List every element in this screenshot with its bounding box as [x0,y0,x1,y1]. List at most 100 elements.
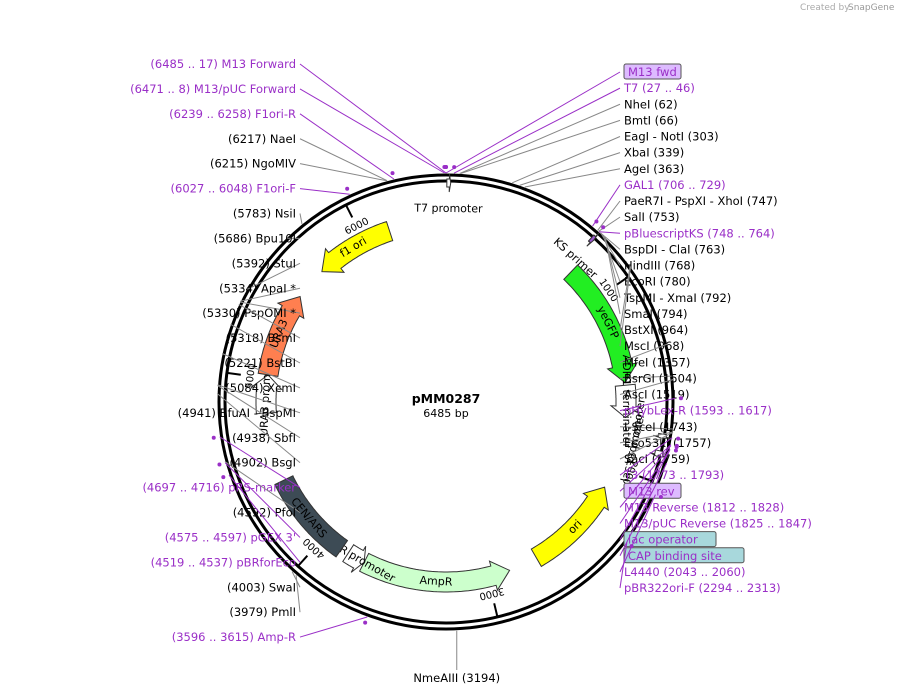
tick-mark [345,205,354,218]
callout-naei[interactable]: (6217) NaeI [228,132,296,146]
callout-eagi[interactable]: EagI - NotI (303) [624,130,719,144]
callout-f1ori-r[interactable]: (6239 .. 6258) F1ori-R [169,107,296,121]
callout-nmeaiii[interactable]: NmeAIII (3194) [413,671,500,685]
callout-leader [228,474,301,563]
primer-mark [629,544,634,549]
callout-leader [299,63,447,174]
callout-leader [239,301,301,314]
callout-i-scei[interactable]: I-SceI (1743) [624,420,698,434]
callout-mfei[interactable]: MfeI (1357) [624,355,690,369]
callout-lac-operator[interactable]: lac operator [628,533,698,547]
feature-ori[interactable] [530,486,609,568]
callout-pbr322ori-f[interactable]: pBR322ori-F (2294 .. 2313) [624,581,781,595]
callout-ngomiv[interactable]: (6215) NgoMIV [210,157,296,171]
callout-bmti[interactable]: BmtI (66) [624,113,678,127]
brand-created-by: Created by [800,3,850,13]
callout-m13-puc-forward[interactable]: (6471 .. 8) M13/pUC Forward [130,82,296,96]
callout-f1ori-f[interactable]: (6027 .. 6048) F1ori-F [171,182,296,196]
primer-mark [452,165,457,170]
feature-ampr-promoter[interactable] [342,543,367,573]
callout-pspomi[interactable]: (5330) PspOMI * [202,306,296,320]
callout-swai[interactable]: (4003) SwaI [227,580,296,594]
callout-xbai[interactable]: XbaI (339) [624,146,684,160]
callout-msci[interactable]: MscI (968) [624,339,684,353]
primer-mark [676,436,681,441]
callout-bsmi[interactable]: (5318) BsmI [226,331,296,345]
callout-m13-puc-reverse[interactable]: M13/pUC Reverse (1825 .. 1847) [624,517,812,531]
callout-bsgi[interactable]: (4902) BsgI [230,456,296,470]
callout-smai[interactable]: SmaI (794) [624,307,688,321]
callout-m13-forward[interactable]: (6485 .. 17) M13 Forward [150,57,296,71]
primer-mark [594,219,599,224]
callout-m13-reverse[interactable]: M13 Reverse (1812 .. 1828) [624,500,784,514]
feature-t7-promoter[interactable] [446,173,452,193]
feature-ampr[interactable] [358,552,511,593]
callout-hindiii[interactable]: HindIII (768) [624,259,695,273]
callout-ecori[interactable]: EcoRI (780) [624,275,691,289]
callout-leader [299,616,368,638]
callout-box [623,531,717,548]
callout-leader [619,449,671,540]
callout-l4440[interactable]: L4440 (2043 .. 2060) [624,565,745,579]
callout-nhei[interactable]: NheI (62) [624,97,678,111]
callout-amp-r[interactable]: (3596 .. 3615) Amp-R [172,630,296,644]
callout-agei[interactable]: AgeI (363) [624,162,684,176]
feature-adh1-terminator[interactable] [609,383,643,419]
feature-f1-ori[interactable] [321,220,394,273]
callout-leader [619,375,674,379]
callout-prs-marker[interactable]: (4697 .. 4716) pRS-marker [142,481,296,495]
feature-label-ampr: AmpR [419,574,453,589]
callout-pmli[interactable]: (3979) PmlI [229,605,296,619]
backbone [217,173,675,631]
feature-yegfp[interactable] [563,264,639,384]
callout-bsrgi[interactable]: BsrGI (1504) [624,371,697,385]
callout-sali[interactable]: SalI (753) [624,210,680,224]
feature-cen-ars[interactable] [274,475,349,558]
callout-leader [299,88,445,174]
callout-leader [299,138,388,182]
callout-m13-fwd[interactable]: M13 fwd [628,65,677,79]
callout-bpu10i[interactable]: (5686) Bpu10I [214,231,296,245]
callout-cap-binding-site[interactable]: CAP binding site [628,549,722,563]
feature-ura3[interactable] [257,295,305,377]
callout-tspmi[interactable]: TspMI - XmaI (792) [623,291,731,305]
callout-pfoi[interactable]: (4592) PfoI [233,506,296,520]
callout-asci[interactable]: AscI (1519) [624,388,689,402]
callout-m13-rev[interactable]: M13 rev [628,484,675,498]
callout-leader [224,462,301,538]
callout-apai[interactable]: (5334) ApaI * [219,281,296,295]
callout-gal1[interactable]: GAL1 (706 .. 729) [624,178,726,192]
callout-leader [619,449,671,524]
callout-leader [619,426,674,430]
callout-leader [604,237,621,314]
callout-phyblex-r[interactable]: pHybLex-R (1593 .. 1617) [624,404,772,418]
feature-ks-primer[interactable] [586,232,600,247]
callout-bspdi[interactable]: BspDI - ClaI (763) [624,242,725,256]
callout-leader [519,152,621,186]
primer-mark [601,225,606,230]
callout-leader [619,343,668,363]
callout-t7[interactable]: T7 (27 .. 46) [623,81,695,95]
callout-sbfi[interactable]: (4938) SbfI [232,431,296,445]
callout-xcmi[interactable]: (5084) XcmI [225,381,296,395]
callout-bstbi[interactable]: (5221) BstBI [224,356,296,370]
callout-leader [597,200,621,231]
callout-paer7i[interactable]: PaeR7I - PspXI - XhoI (747) [624,194,778,208]
callout-pgex-3[interactable]: (4575 .. 4597) pGEX 3' [165,530,296,544]
callout-pbrforeco[interactable]: (4519 .. 4537) pBRforEco [151,555,296,569]
callout-pbluescriptks[interactable]: pBluescriptKS (748 .. 764) [624,226,775,240]
callout-saci[interactable]: SacI (1759) [624,452,690,466]
callout-stui[interactable]: (5392) StuI [232,256,296,270]
plasmid-size: 6485 bp [423,407,468,420]
tick-label: 5000 [244,363,258,390]
callout-leader [619,437,673,476]
callout-box [623,547,745,564]
callout-bstxi[interactable]: BstXI (964) [624,323,688,337]
callout-bfuai[interactable]: (4941) BfuAI - BspMI [178,406,296,420]
callout-leader [217,385,301,439]
plasmid-name: pMM0287 [412,391,481,406]
primer-mark [363,620,368,625]
callout-nsii[interactable]: (5783) NsiI [233,207,296,221]
callout-leader [246,262,301,291]
callout-t3[interactable]: T3 (1773 .. 1793) [623,468,724,482]
